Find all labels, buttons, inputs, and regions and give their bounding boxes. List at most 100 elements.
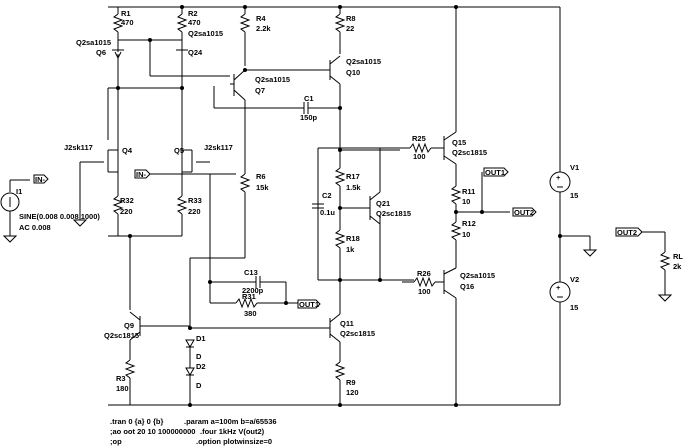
r8-resistor[interactable]: R8 22: [334, 7, 356, 54]
r18-label: R18: [346, 234, 360, 243]
q15-label: Q15: [452, 138, 466, 147]
v1-value: 15: [570, 191, 578, 200]
r32-resistor[interactable]: R32 220: [112, 192, 134, 236]
q6-transistor[interactable]: Q2sa1015 Q6: [76, 38, 124, 60]
out2-label-a: OUT2: [514, 208, 534, 217]
r2-value: 470: [188, 18, 201, 27]
r17-resistor[interactable]: R17 1.5k: [334, 150, 361, 230]
r26-resistor[interactable]: R26 100: [402, 269, 444, 296]
r1-value: 470: [121, 18, 134, 27]
q10-transistor[interactable]: Q2sa1015 Q10: [245, 55, 381, 150]
q9-transistor[interactable]: Q9 Q2sc1815: [104, 310, 190, 360]
rl-label: RL: [673, 252, 683, 261]
r25-resistor[interactable]: R25 100: [400, 134, 444, 161]
r6-label: R6: [256, 172, 266, 181]
c1-value: 150p: [300, 113, 318, 122]
q16-transistor[interactable]: Q2sa1015 Q16: [443, 267, 495, 405]
c1-label: C1: [304, 94, 314, 103]
r9-value: 120: [346, 388, 359, 397]
r33-resistor[interactable]: R33 220: [176, 192, 202, 236]
in-net-flag-a: IN-: [33, 174, 49, 184]
r3-resistor[interactable]: R3 180: [116, 359, 136, 405]
q24-label: Q24: [188, 48, 203, 57]
v2-source[interactable]: + V2 15: [549, 275, 579, 405]
r1-resistor[interactable]: R1 470: [112, 7, 134, 40]
q15-model: Q2sc1815: [452, 148, 487, 157]
d1-model: D: [196, 352, 202, 361]
r4-label: R4: [256, 14, 266, 23]
r4-resistor[interactable]: R4 2.2k: [239, 7, 271, 66]
spice-directives: .tran 0 {a} 0 {b} ;ao oot 20 10 10000000…: [110, 417, 277, 446]
r3-label: R3: [116, 374, 126, 383]
r32-label: R32: [120, 196, 134, 205]
q11-model: Q2sc1815: [340, 329, 375, 338]
r2-resistor[interactable]: R2 470: [176, 7, 201, 40]
r6-value: 15k: [256, 183, 269, 192]
out1-net-flag-b: OUT1: [483, 167, 509, 177]
r17-label: R17: [346, 172, 360, 181]
r9-label: R9: [346, 378, 356, 387]
q4-model: J2sk117: [64, 143, 93, 152]
q21-model: Q2sc1815: [376, 209, 411, 218]
r12-label: R12: [462, 219, 476, 228]
q21-transistor[interactable]: Q21 Q2sc1815: [340, 191, 411, 225]
c13-capacitor[interactable]: C13 2200p: [209, 174, 287, 303]
r31-resistor[interactable]: R31 380: [210, 292, 298, 318]
q10-label: Q10: [346, 68, 360, 77]
c2-capacitor[interactable]: C2 0.1u: [312, 148, 335, 217]
q4-jfet[interactable]: J2sk117 Q4: [64, 140, 133, 192]
in-label-a: IN-: [35, 175, 46, 184]
q16-label: Q16: [460, 282, 474, 291]
i1-label: I1: [16, 187, 22, 196]
v1-source[interactable]: + V1 15: [549, 7, 579, 282]
q11-transistor[interactable]: Q11 Q2sc1815: [190, 280, 375, 362]
directive-ao: ;ao oot 20 10 100000000: [110, 427, 195, 436]
c13-value: 2200p: [242, 286, 264, 295]
rl-resistor[interactable]: RL 2k: [657, 232, 683, 302]
i1-ac: AC 0.008: [19, 223, 51, 232]
c1-capacitor[interactable]: C1 150p: [213, 86, 340, 122]
i1-current-source[interactable]: I1 SINE(0.008 0.008 1000) AC 0.008: [0, 179, 100, 243]
d2-diode[interactable]: D2 D: [185, 362, 206, 405]
q15-transistor[interactable]: Q15 Q2sc1815: [443, 7, 487, 186]
r12-resistor[interactable]: R12 10: [450, 219, 476, 268]
signal-wiring: [340, 149, 402, 281]
c13-label: C13: [244, 268, 258, 277]
i1-value: SINE(0.008 0.008 1000): [19, 212, 100, 221]
q7-label: Q7: [255, 86, 265, 95]
r33-label: R33: [188, 196, 202, 205]
r17-value: 1.5k: [346, 183, 361, 192]
out1-label-b: OUT1: [485, 168, 505, 177]
r11-value: 10: [462, 197, 470, 206]
q24-model: Q2sa1015: [188, 29, 223, 38]
out-node-wiring: [454, 172, 510, 214]
r12-value: 10: [462, 230, 470, 239]
out1-label-a: OUT1: [299, 300, 319, 309]
r6-resistor[interactable]: R6 15k: [189, 170, 269, 330]
c2-label: C2: [322, 191, 332, 200]
q24-transistor[interactable]: Q2sa1015 Q24: [176, 29, 223, 60]
r26-value: 100: [418, 287, 431, 296]
r11-resistor[interactable]: R11 10: [450, 185, 475, 222]
q9-model: Q2sc1815: [104, 331, 139, 340]
r9-resistor[interactable]: R9 120: [334, 361, 359, 405]
diffpair-wiring: [107, 39, 230, 140]
r25-label: R25: [412, 134, 426, 143]
v1-plus: +: [556, 173, 561, 182]
directive-op: ;op: [110, 437, 122, 446]
q4-label: Q4: [122, 146, 133, 155]
q16-model: Q2sa1015: [460, 271, 495, 280]
in-net-flag-b: IN-: [134, 169, 236, 179]
r1-label: R1: [121, 9, 131, 18]
d1-diode[interactable]: D1 D: [185, 334, 206, 368]
q5-jfet[interactable]: J2sk117 Q5: [174, 140, 233, 192]
r11-label: R11: [462, 187, 475, 196]
q7-transistor[interactable]: Q2sa1015 Q7: [230, 69, 290, 170]
q11-label: Q11: [340, 319, 354, 328]
supply-ground: [560, 235, 598, 257]
r18-resistor[interactable]: R18 1k: [334, 229, 360, 280]
q6-label: Q6: [96, 48, 106, 57]
in-label-b: IN-: [136, 170, 147, 179]
directive-four: .four 1kHz V(out2): [200, 427, 265, 436]
